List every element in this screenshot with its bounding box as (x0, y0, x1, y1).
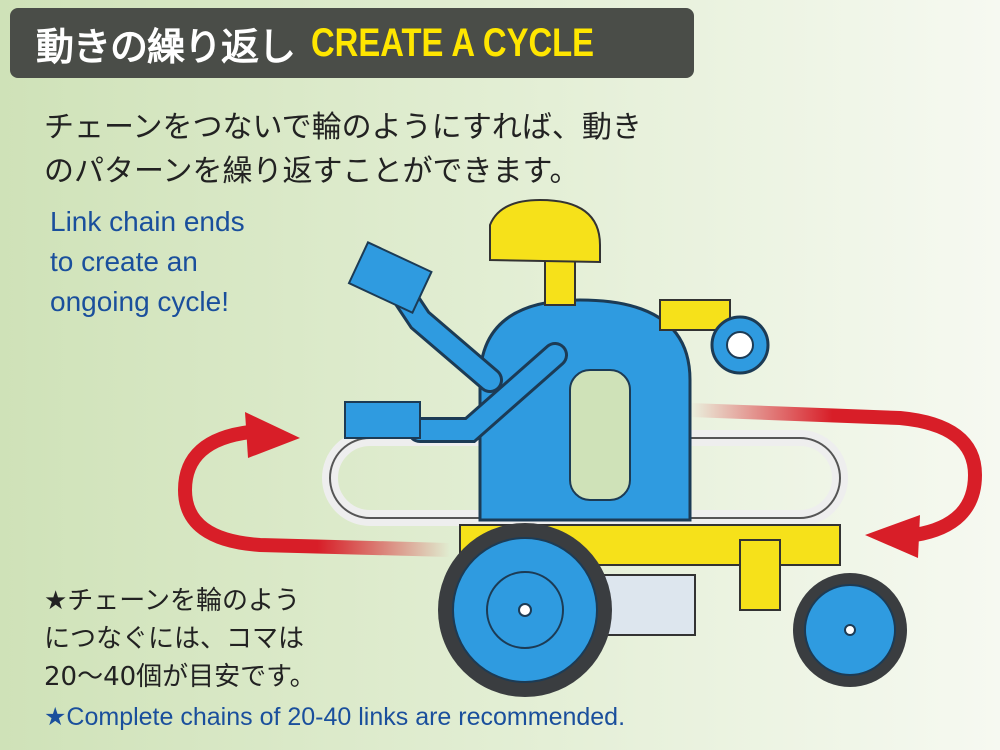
title-english: CREATE A CYCLE (311, 20, 595, 65)
robot-head (489, 198, 601, 264)
note-japanese: ★チェーンを輪のよう につなぐには、コマは 20〜40個が目安です。 (44, 582, 344, 696)
wheel-small (793, 573, 907, 687)
intro-en-line: Link chain ends (50, 206, 245, 237)
note-line: 20〜40個が目安です。 (44, 662, 316, 692)
intro-japanese: チェーンをつないで輪のようにすれば、動き のパターンを繰り返すことができます。 (44, 106, 744, 194)
robot-arm-front (410, 345, 565, 440)
note-english: ★Complete chains of 20-40 links are reco… (44, 703, 626, 731)
cycle-arrow-left (177, 412, 451, 557)
wheel-large (438, 523, 612, 697)
intro-en-line: ongoing cycle! (50, 286, 230, 317)
intro-line: チェーンをつないで輪のようにすれば、動き (44, 110, 642, 145)
cycle-arrow-right (689, 403, 983, 558)
intro-english: Link chain ends to create an ongoing cyc… (50, 202, 350, 322)
title-japanese: 動きの繰り返し (36, 24, 296, 69)
intro-en-line: to create an (50, 246, 198, 277)
intro-line: のパターンを繰り返すことができます。 (44, 154, 580, 189)
note-line: ★チェーンを輪のよう (44, 586, 301, 616)
title-banner: 動きの繰り返し CREATE A CYCLE (10, 8, 694, 78)
note-line: につなぐには、コマは (44, 624, 305, 654)
